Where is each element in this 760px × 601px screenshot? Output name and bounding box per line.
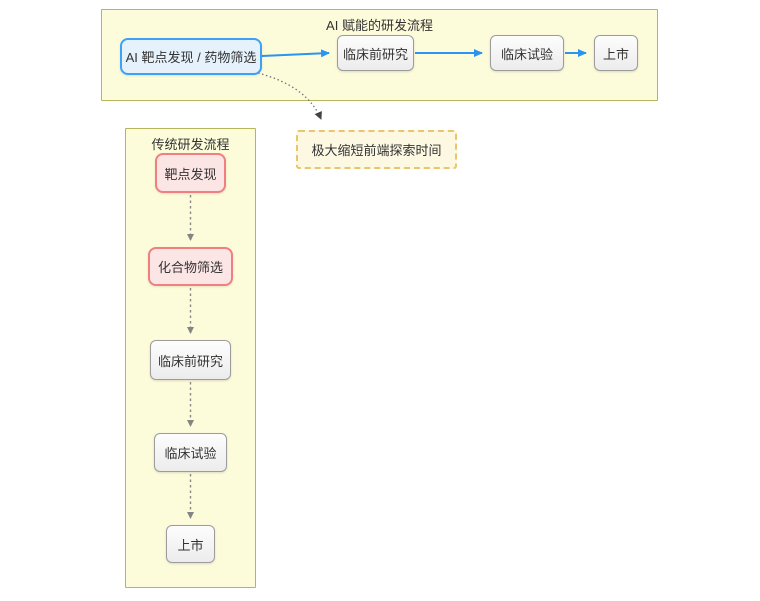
node-trad-target-discovery: 靶点发现 [155,153,226,193]
node-ai-launch: 上市 [594,35,638,71]
node-trad-launch: 上市 [166,525,215,563]
node-trad-compound-screening: 化合物筛选 [148,247,233,286]
cluster-ai-flow-title: AI 赋能的研发流程 [326,18,433,33]
node-ai-clinical-trial: 临床试验 [490,35,564,71]
node-trad-preclinical-research: 临床前研究 [150,340,231,380]
node-ai-preclinical-research: 临床前研究 [337,35,414,71]
note-time-saving: 极大缩短前端探索时间 [296,130,457,169]
node-trad-clinical-trial: 临床试验 [154,433,227,472]
cluster-traditional-flow-title: 传统研发流程 [151,137,230,152]
node-ai-target-discovery: AI 靶点发现 / 药物筛选 [120,38,262,75]
